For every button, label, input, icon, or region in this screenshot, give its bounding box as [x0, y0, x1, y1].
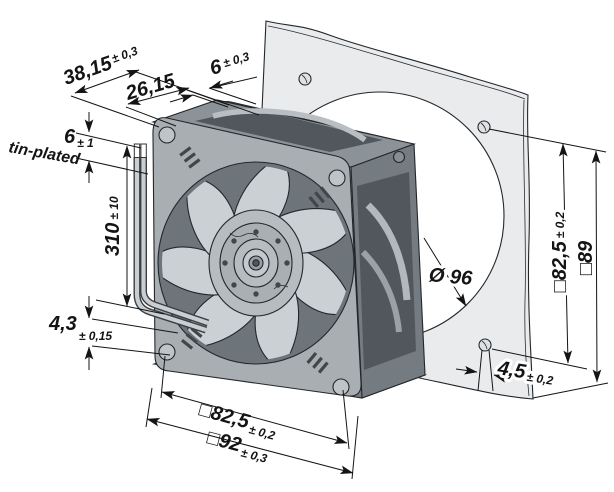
svg-text:6± 0,3: 6± 0,3 [207, 47, 253, 79]
fan-top-opening [195, 108, 383, 152]
dimension-lead-length: 310± 10 [95, 145, 165, 315]
corner-slots [179, 146, 201, 169]
lead-wires [133, 143, 210, 334]
fan-illustration [150, 99, 428, 399]
dimension-hole-pitch-right: □82,5± 0,2 [488, 128, 607, 370]
rear-corner-hole [392, 150, 406, 164]
dimension-tinned-length: 6± 1 [64, 112, 149, 183]
rotor-hub [208, 209, 304, 317]
fan-right-opening [357, 172, 416, 370]
svg-text:310± 10: 310± 10 [102, 196, 124, 256]
svg-text:6± 1: 6± 1 [64, 126, 94, 150]
corner-mounting-hole [158, 343, 176, 361]
corner-mounting-hole [158, 126, 176, 144]
svg-text:Ø 96: Ø 96 [428, 264, 474, 290]
svg-text:□89: □89 [575, 240, 597, 275]
tinned-wire-end [133, 143, 141, 158]
plate-screw-hole [477, 120, 491, 134]
svg-text:□82,5± 0,2: □82,5± 0,2 [549, 211, 571, 292]
svg-text:4,3± 0,15: 4,3± 0,15 [48, 313, 112, 343]
plate-edge-right [523, 99, 530, 397]
corner-slots [181, 327, 203, 350]
dimension-fan-hole-dia: 4,3± 0,15 [48, 296, 179, 370]
dimension-plate-offset: 6± 0,3 [169, 47, 258, 108]
corner-mounting-hole [328, 169, 346, 187]
corner-slots [306, 351, 329, 374]
svg-text:26,15: 26,15 [122, 70, 178, 105]
tinned-wire-end [140, 143, 147, 158]
plate-edge-top [267, 25, 526, 100]
corner-mounting-hole [332, 378, 350, 396]
corner-slots [308, 186, 331, 209]
rear-blade-edge [212, 108, 367, 143]
plate-screw-hole [298, 72, 312, 86]
plate-screw-hole [478, 338, 492, 352]
rear-blade-edge [360, 249, 402, 333]
dimension-plate-height: □89 [532, 150, 609, 399]
rear-blade-edge [365, 202, 411, 301]
